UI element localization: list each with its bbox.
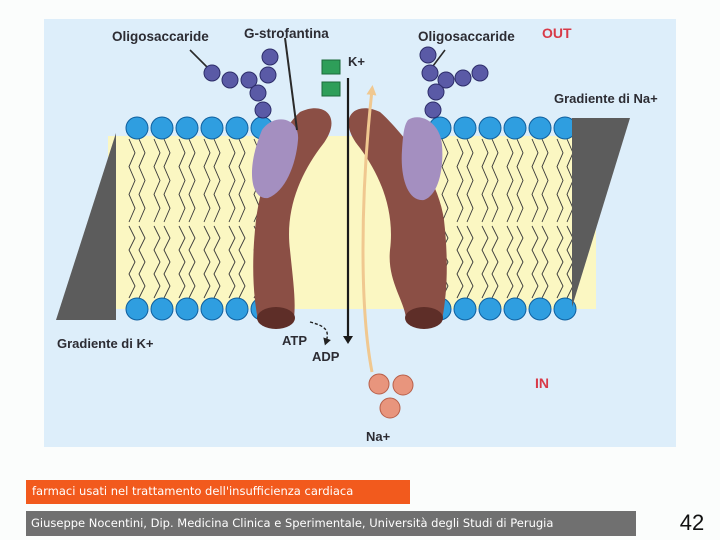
label-na-gradient: Gradiente di Na+	[554, 91, 658, 106]
page-number: 42	[672, 508, 712, 538]
label-k-gradient: Gradiente di K+	[57, 336, 154, 351]
label-oligosaccaride-right: Oligosaccaride	[418, 29, 515, 44]
lipid-bilayer	[108, 117, 596, 320]
slide-footer: Giuseppe Nocentini, Dip. Medicina Clinic…	[26, 511, 636, 536]
phospholipid-head	[201, 117, 223, 139]
label-k-plus: K+	[348, 54, 365, 69]
label-oligosaccaride-left: Oligosaccaride	[112, 29, 209, 44]
phospholipid-head	[479, 298, 501, 320]
strofantina-block-lower	[322, 82, 340, 96]
phospholipid-head	[201, 298, 223, 320]
phospholipid-head	[176, 298, 198, 320]
phospholipid-head	[529, 298, 551, 320]
phospholipid-head	[126, 298, 148, 320]
label-in: IN	[535, 375, 549, 391]
label-na-plus: Na+	[366, 429, 391, 444]
phospholipid-head	[479, 117, 501, 139]
phospholipid-head	[226, 117, 248, 139]
phospholipid-head	[529, 117, 551, 139]
phospholipid-head	[454, 298, 476, 320]
label-atp: ATP	[282, 333, 307, 348]
phospholipid-head	[151, 298, 173, 320]
strofantina-block-upper	[322, 60, 340, 74]
phospholipid-head	[151, 117, 173, 139]
label-adp: ADP	[312, 349, 340, 364]
phospholipid-head	[176, 117, 198, 139]
phospholipid-head	[504, 117, 526, 139]
phospholipid-head	[226, 298, 248, 320]
label-g-strofantina: G-strofantina	[244, 26, 329, 41]
slide-caption: farmaci usati nel trattamento dell'insuf…	[26, 480, 410, 504]
phospholipid-head	[126, 117, 148, 139]
phospholipid-head	[454, 117, 476, 139]
phospholipid-head	[504, 298, 526, 320]
label-out: OUT	[542, 25, 572, 41]
